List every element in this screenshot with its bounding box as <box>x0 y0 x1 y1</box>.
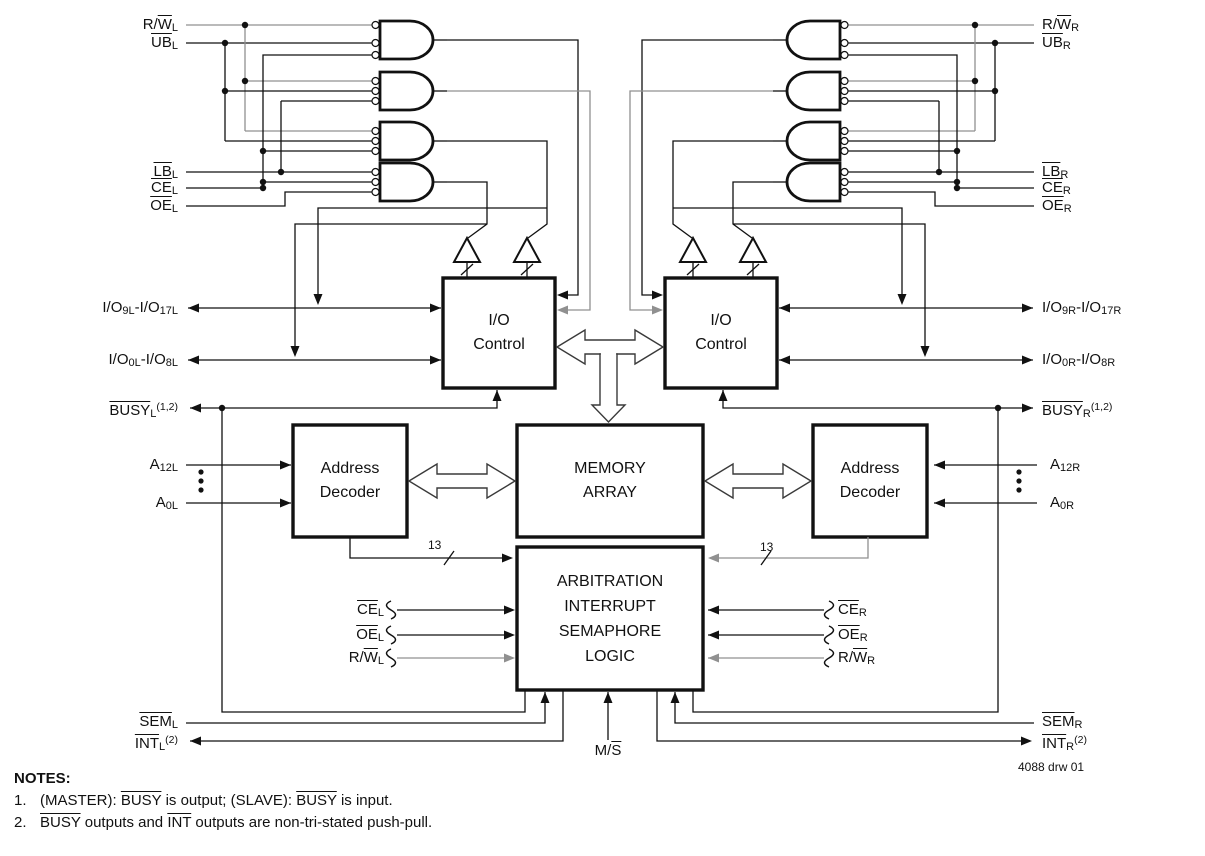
and-gate <box>785 120 842 162</box>
and-gate <box>378 161 435 203</box>
and-gate <box>785 161 842 203</box>
signal-io-lo-left: I/O0L-I/O8L <box>108 351 178 369</box>
hollow-bus-arrows <box>407 328 813 500</box>
buffer-triangle <box>738 235 768 263</box>
signal-sem-right: SEMR <box>1042 713 1083 731</box>
io-to-memory-bus-arrow <box>590 353 627 424</box>
drawing-number: 4088 drw 01 <box>1018 760 1085 774</box>
memory-array-block <box>515 423 705 539</box>
signal-rw-left: R/WL <box>142 16 178 34</box>
decoder-left-memory-bus-arrow <box>407 462 517 500</box>
signal-lb-right: LBR <box>1042 163 1069 181</box>
io-control-left-block <box>441 276 557 390</box>
signal-ce-arb-right: CER <box>838 601 867 619</box>
signal-busy-right: BUSYR(1,2) <box>1042 401 1113 420</box>
decoder-right-memory-bus-arrow <box>703 462 813 500</box>
signal-ub-right: UBR <box>1042 34 1071 52</box>
and-gate <box>378 120 435 162</box>
signal-oe-left: OEL <box>150 197 178 215</box>
and-gate <box>378 70 435 112</box>
gate-input-bubbles <box>840 20 849 197</box>
signal-int-left: INTL(2) <box>134 734 178 753</box>
address-decoder-right-block <box>811 423 929 539</box>
and-gate <box>378 19 435 61</box>
note-1: 1.(MASTER): BUSY is output; (SLAVE): BUS… <box>14 792 393 809</box>
signal-int-right: INTR(2) <box>1042 734 1087 753</box>
arrowheads <box>188 290 1033 746</box>
signal-ce-right: CER <box>1042 179 1071 197</box>
note-1-number: 1. <box>14 792 27 809</box>
arbitration-block <box>515 545 705 692</box>
and-gate <box>785 19 842 61</box>
signal-io-hi-right: I/O9R-I/O17R <box>1042 299 1122 317</box>
signal-rw-right: R/WR <box>1042 16 1080 34</box>
blocks <box>291 276 929 692</box>
signal-rw-arb-left: R/WL <box>348 649 384 667</box>
signal-ce-arb-left: CEL <box>357 601 384 619</box>
signal-a0-right: A0R <box>1050 494 1075 512</box>
wires-left <box>186 24 609 742</box>
and-gates-right <box>773 19 849 203</box>
gate-input-bubbles <box>371 20 380 197</box>
signal-oe-arb-right: OER <box>838 626 868 644</box>
signal-ce-left: CEL <box>151 179 178 197</box>
and-gate <box>785 70 842 112</box>
note-2-number: 2. <box>14 814 27 831</box>
signal-lb-left: LBL <box>153 163 178 181</box>
signal-ub-left: UBL <box>151 34 178 52</box>
buffer-triangle <box>452 235 482 263</box>
io-control-right-block <box>663 276 779 390</box>
signal-sem-left: SEML <box>139 713 178 731</box>
buffer-triangle <box>678 235 708 263</box>
signal-oe-arb-left: OEL <box>356 626 384 644</box>
bus-width-right: 13 <box>760 540 774 554</box>
signal-a0-left: A0L <box>155 494 178 512</box>
notes-title: NOTES: <box>14 770 71 787</box>
bus-width-left: 13 <box>428 538 442 552</box>
signal-master-slave: M/S <box>594 742 622 759</box>
io-to-io-bus-arrow <box>555 328 665 366</box>
and-gates-left <box>371 19 447 203</box>
signal-io-lo-right: I/O0R-I/O8R <box>1042 351 1116 369</box>
signal-oe-right: OER <box>1042 197 1072 215</box>
buffer-triangle <box>512 235 542 263</box>
note-2: 2.BUSY outputs and INT outputs are non-t… <box>14 814 433 831</box>
junction-dots <box>198 21 1022 493</box>
signal-a12-left: A12L <box>149 456 178 474</box>
signal-a12-right: A12R <box>1050 456 1081 474</box>
signal-io-hi-left: I/O9L-I/O17L <box>102 299 178 317</box>
tristate-buffers <box>452 235 768 263</box>
signal-busy-left: BUSYL(1,2) <box>109 401 178 420</box>
signal-rw-arb-right: R/WR <box>838 649 876 667</box>
